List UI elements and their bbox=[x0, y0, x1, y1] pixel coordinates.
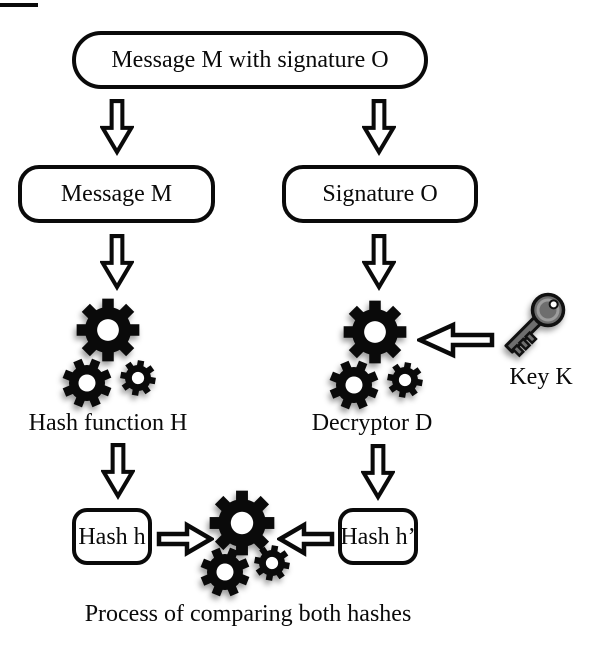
signature-label: Signature O bbox=[322, 181, 438, 207]
edge-artifact bbox=[0, 3, 38, 7]
arrow-down-icon bbox=[362, 97, 396, 157]
message-label: Message M bbox=[60, 181, 173, 207]
message-with-signature-label: Message M with signature O bbox=[111, 47, 389, 73]
key-label: Key K bbox=[509, 364, 573, 390]
key-icon bbox=[504, 292, 566, 358]
key-arrow-left-icon bbox=[417, 321, 495, 359]
message-with-signature-box: Message M with signature O bbox=[72, 31, 428, 89]
decryptor-gears-icon bbox=[322, 300, 426, 417]
compare-gears-icon bbox=[193, 490, 293, 604]
caption: Process of comparing both hashes bbox=[84, 601, 412, 627]
signature-box: Signature O bbox=[282, 165, 478, 223]
hash-function-label: Hash function H bbox=[28, 410, 188, 436]
message-box: Message M bbox=[18, 165, 215, 223]
decryptor-label: Decryptor D bbox=[311, 410, 433, 436]
arrow-down-icon bbox=[362, 232, 396, 292]
hash-h-prime-label: Hash h’ bbox=[340, 523, 416, 550]
hash-function-gears-icon bbox=[55, 298, 159, 415]
hash-h-box: Hash h bbox=[72, 508, 152, 565]
hash-h-prime-box: Hash h’ bbox=[338, 508, 418, 565]
arrow-down-icon bbox=[101, 441, 135, 501]
arrow-down-icon bbox=[361, 442, 395, 502]
arrow-down-icon bbox=[100, 97, 134, 157]
arrow-down-icon bbox=[100, 232, 134, 292]
hash-h-label: Hash h bbox=[78, 523, 146, 550]
